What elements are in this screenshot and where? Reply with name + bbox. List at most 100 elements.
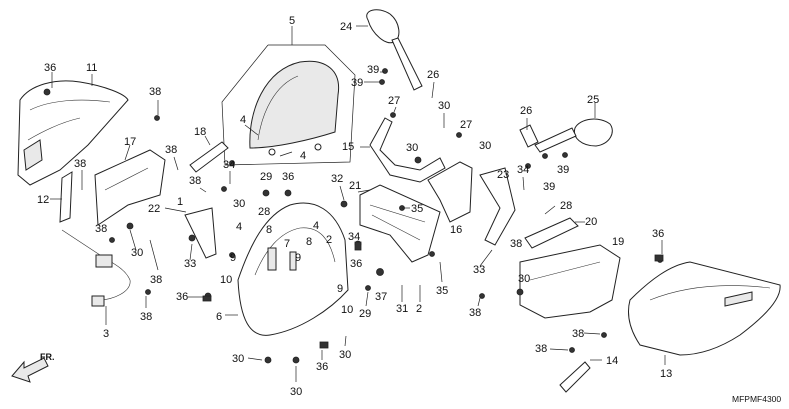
diagram-code: MFPMF4300 <box>732 394 781 404</box>
callout-1: 1 <box>177 196 183 208</box>
callout-36: 36 <box>176 291 188 303</box>
callout-38: 38 <box>95 223 107 235</box>
callout-21: 21 <box>349 180 361 192</box>
callout-17: 17 <box>124 136 136 148</box>
upper-cowl-left <box>17 72 129 186</box>
callout-30: 30 <box>406 142 418 154</box>
callout-2: 2 <box>326 234 332 246</box>
callout-30: 30 <box>339 349 351 361</box>
bracket-23 <box>479 167 516 246</box>
callout-30: 30 <box>479 140 491 152</box>
callout-36: 36 <box>316 361 328 373</box>
callout-11: 11 <box>86 62 97 74</box>
direction-arrow: FR. <box>11 352 55 383</box>
callout-10: 10 <box>220 274 232 286</box>
stay-18 <box>189 135 229 173</box>
callout-39: 39 <box>351 77 363 89</box>
callout-2: 2 <box>416 303 422 315</box>
callout-38: 38 <box>165 144 177 156</box>
callout-36: 36 <box>282 171 294 183</box>
callout-18: 18 <box>194 126 206 138</box>
callout-14: 14 <box>606 355 618 367</box>
callout-38: 38 <box>189 175 201 187</box>
stay-12 <box>50 171 73 223</box>
callout-30: 30 <box>290 386 302 398</box>
callout-38: 38 <box>140 311 152 323</box>
callout-38: 38 <box>149 86 161 98</box>
callout-35: 35 <box>436 285 448 297</box>
callout-38: 38 <box>150 274 162 286</box>
callout-22: 22 <box>148 203 160 215</box>
callout-38: 38 <box>469 307 481 319</box>
inner-cover-16 <box>427 161 473 223</box>
callout-19: 19 <box>612 236 624 248</box>
callout-9: 9 <box>230 252 236 264</box>
front-cowl-6 <box>225 202 349 336</box>
callout-34: 34 <box>348 231 360 243</box>
callout-39: 39 <box>557 164 569 176</box>
callout-26: 26 <box>427 69 439 81</box>
callout-35: 35 <box>411 203 423 215</box>
callout-36: 36 <box>44 62 56 74</box>
callout-9: 9 <box>337 283 343 295</box>
callout-31: 31 <box>396 303 408 315</box>
callout-38: 38 <box>572 328 584 340</box>
callout-28: 28 <box>258 206 270 218</box>
callout-4: 4 <box>236 221 242 233</box>
callout-30: 30 <box>233 198 245 210</box>
callout-33: 33 <box>473 264 485 276</box>
callout-23: 23 <box>497 169 509 181</box>
callout-36: 36 <box>652 228 664 240</box>
callout-7: 7 <box>284 238 290 250</box>
callouts: 24 5 36 11 39 39 26 38 27 30 26 25 4 4 1… <box>37 15 672 398</box>
callout-12: 12 <box>37 194 49 206</box>
callout-34: 34 <box>517 164 529 176</box>
callout-27: 27 <box>388 95 400 107</box>
callout-37: 37 <box>375 291 387 303</box>
stay-14 <box>559 359 602 393</box>
callout-33: 33 <box>184 258 196 270</box>
callout-38: 38 <box>74 158 86 170</box>
stay-22 <box>164 207 217 259</box>
callout-4: 4 <box>300 150 306 162</box>
callout-8: 8 <box>306 236 312 248</box>
mirror-left <box>356 9 423 91</box>
callout-30: 30 <box>131 247 143 259</box>
callout-32: 32 <box>331 173 343 185</box>
fasteners <box>43 68 664 364</box>
callout-10: 10 <box>341 304 353 316</box>
inner-panel-19 <box>519 244 621 319</box>
callout-28: 28 <box>560 200 572 212</box>
callout-30: 30 <box>438 100 450 112</box>
callout-13: 13 <box>660 368 672 380</box>
callout-4: 4 <box>313 220 319 232</box>
callout-27: 27 <box>460 119 472 131</box>
callout-34: 34 <box>223 159 235 171</box>
bracket-20 <box>524 217 579 249</box>
callout-38: 38 <box>510 238 522 250</box>
leader-lines <box>81 71 663 382</box>
callout-15: 15 <box>342 141 354 153</box>
callout-29: 29 <box>359 308 371 320</box>
callout-3: 3 <box>103 328 109 340</box>
callout-4: 4 <box>240 114 246 126</box>
meter-stay-15 <box>360 117 446 183</box>
callout-30: 30 <box>232 353 244 365</box>
callout-6: 6 <box>216 311 222 323</box>
callout-9: 9 <box>295 252 301 264</box>
callout-8: 8 <box>266 224 272 236</box>
callout-20: 20 <box>585 216 597 228</box>
side-cowl-13 <box>627 261 781 365</box>
mirror-right <box>519 103 613 153</box>
callout-5: 5 <box>289 15 295 27</box>
direction-label: FR. <box>40 352 55 362</box>
windscreen-group <box>221 26 356 166</box>
callout-36: 36 <box>350 258 362 270</box>
callout-24: 24 <box>340 21 352 33</box>
callout-30: 30 <box>518 273 530 285</box>
callout-26: 26 <box>520 105 532 117</box>
inner-panel-17 <box>94 144 166 226</box>
callout-39: 39 <box>367 64 379 76</box>
callout-29: 29 <box>260 171 272 183</box>
